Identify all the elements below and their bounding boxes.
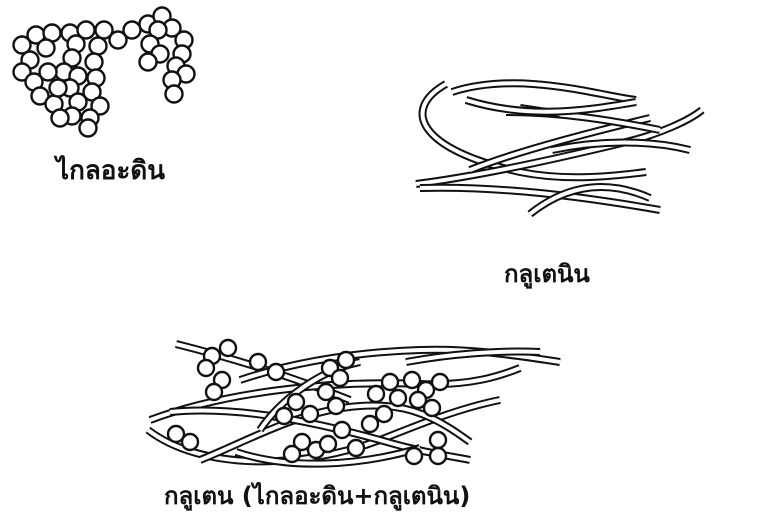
gliadin-molecule bbox=[348, 440, 364, 456]
gliadin-molecule bbox=[390, 390, 406, 406]
gliadin-molecule bbox=[430, 432, 446, 448]
gliadin-molecule bbox=[376, 406, 392, 422]
gliadin-molecule bbox=[432, 374, 448, 390]
gliadin-molecule bbox=[220, 340, 236, 356]
gliadin-molecule bbox=[404, 372, 420, 388]
gluten-label: กลูเตน (ไกลอะดิน+กลูเตนิน) bbox=[164, 484, 470, 508]
gliadin-molecule bbox=[430, 448, 446, 464]
gliadin-molecule bbox=[302, 406, 318, 422]
gliadin-molecule bbox=[406, 448, 422, 464]
gliadin-molecule bbox=[328, 398, 344, 414]
gliadin-molecule bbox=[250, 354, 266, 370]
gliadin-molecule bbox=[320, 436, 336, 452]
gliadin-molecule bbox=[276, 408, 292, 424]
gliadin-molecule bbox=[338, 352, 354, 368]
gliadin-molecule bbox=[268, 364, 284, 380]
gliadin-molecule bbox=[318, 384, 334, 400]
gliadin-molecule bbox=[182, 434, 198, 450]
gliadin-molecule bbox=[334, 422, 350, 438]
gliadin-molecule bbox=[332, 370, 348, 386]
gliadin-molecule bbox=[206, 384, 222, 400]
gliadin-molecule bbox=[382, 374, 398, 390]
gliadin-molecule bbox=[368, 386, 384, 402]
gliadin-molecule bbox=[362, 416, 378, 432]
gliadin-label: ไกลอะดิน bbox=[56, 158, 165, 184]
gliadin-molecule bbox=[424, 400, 440, 416]
gliadin-molecule bbox=[198, 360, 214, 376]
glutenin-label: กลูเตนิน bbox=[504, 262, 590, 286]
gliadin-molecule bbox=[284, 446, 300, 462]
gliadin-molecule bbox=[288, 394, 304, 410]
